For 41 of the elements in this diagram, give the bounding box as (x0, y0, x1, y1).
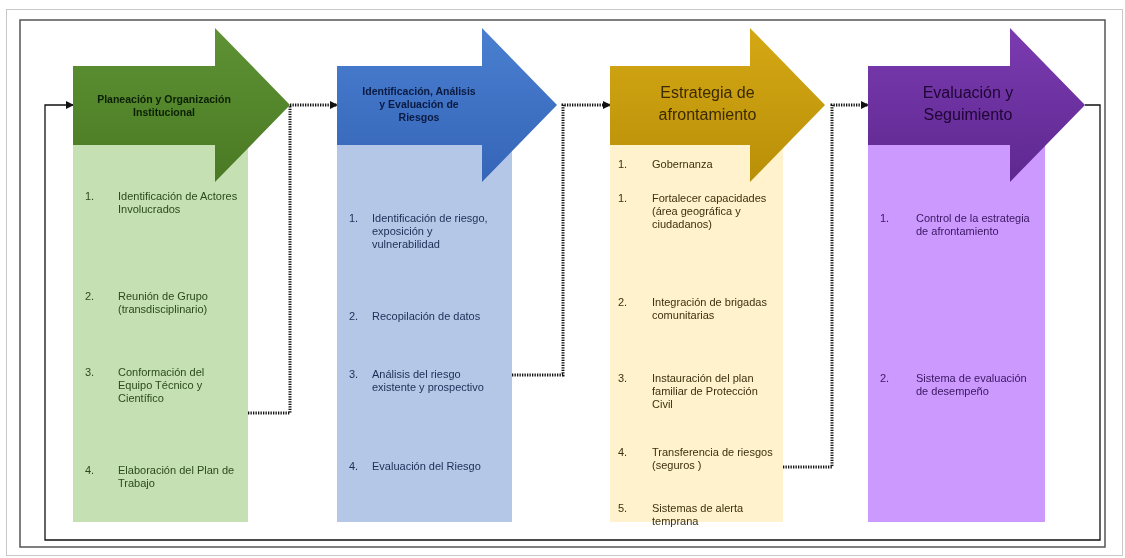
dotted-connector-arrow (783, 101, 869, 469)
list-item: Recopilación de datos (372, 310, 482, 323)
stage-title: Estrategia de afrontamiento (657, 83, 758, 125)
stage-title: Identificación, Análisis y Evaluación de Riesgos (361, 84, 477, 124)
item-number: 5. (618, 502, 628, 515)
list-item: Conformación del Equipo Técnico y Científico (118, 366, 206, 405)
item-number: 4. (349, 460, 359, 473)
item-number: 4. (618, 446, 628, 459)
item-number: 2. (85, 290, 95, 303)
item-number: 1. (618, 192, 628, 205)
list-item: Análisis del riesgo existente y prospectivo (372, 368, 485, 394)
item-number: 4. (85, 464, 95, 477)
list-item: Elaboración del Plan de Trabajo (118, 464, 236, 490)
item-number: 1. (880, 212, 890, 225)
list-item: Identificación de Actores Involucrados (118, 190, 238, 216)
list-item: Sistema de evaluación de desempeño (916, 372, 1028, 398)
list-item: Fortalecer capacidades (área geográfica y ciudadanos) (652, 192, 768, 231)
list-item: Gobernanza (652, 158, 714, 171)
item-number: 1. (349, 212, 359, 225)
stage-title: Planeación y Organización Institucional (96, 93, 232, 119)
list-item: Sistemas de alerta temprana (652, 502, 745, 528)
item-number: 1. (85, 190, 95, 203)
item-number: 1. (618, 158, 628, 171)
list-item: Integración de brigadas comunitarias (652, 296, 768, 322)
feedback-arrow (44, 101, 1101, 541)
item-number: 3. (349, 368, 359, 381)
dotted-connector-arrow (512, 101, 611, 377)
list-item: Reunión de Grupo (transdisciplinario) (118, 290, 209, 316)
list-item: Control de la estrategia de afrontamiento (916, 212, 1031, 238)
list-item: Instauración del plan familiar de Protección Civil (652, 372, 759, 411)
stage-title: Evaluación y Seguimiento (921, 83, 1015, 125)
item-number: 2. (349, 310, 359, 323)
process-stage-arrow (610, 28, 825, 528)
list-item: Evaluación del Riesgo (372, 460, 482, 473)
item-number: 2. (880, 372, 890, 385)
list-item: Transferencia de riesgos (seguros ) (652, 446, 774, 472)
list-item: Identificación de riesgo, exposición y vulnerabilidad (372, 212, 489, 251)
dotted-connector-arrow (248, 101, 338, 415)
item-number: 3. (85, 366, 95, 379)
item-number: 2. (618, 296, 628, 309)
item-number: 3. (618, 372, 628, 385)
